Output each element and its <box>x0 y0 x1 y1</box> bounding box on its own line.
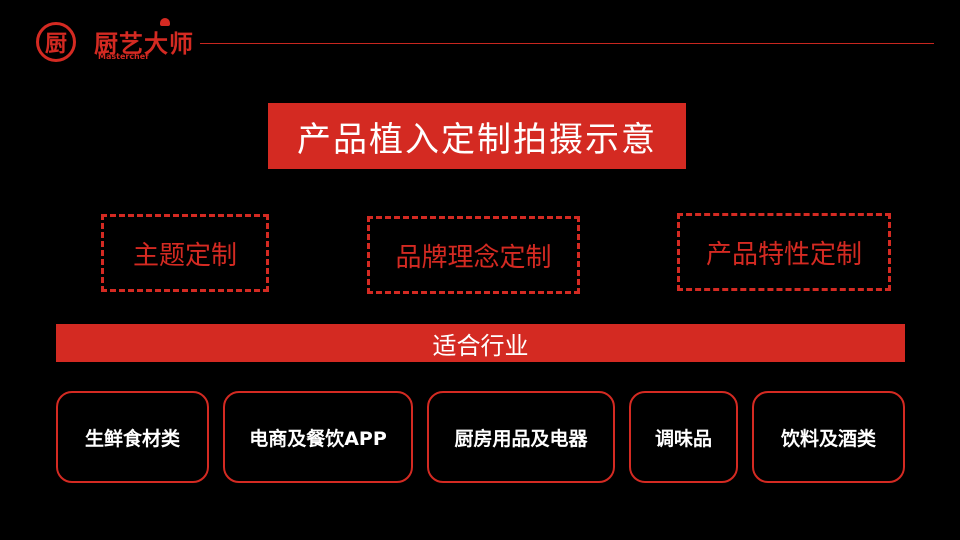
chef-hat-icon <box>160 18 170 26</box>
logo-name: 厨艺大师 <box>94 30 194 58</box>
industry-item-beverages-liquor: 饮料及酒类 <box>752 391 905 483</box>
industry-item-condiments: 调味品 <box>629 391 738 483</box>
industry-item-fresh-food: 生鲜食材类 <box>56 391 209 483</box>
industry-item-kitchenware-appliances: 厨房用品及电器 <box>427 391 615 483</box>
logo-subtitle: Masterchef <box>98 52 149 61</box>
brand-logo: 厨 厨艺大师 Masterchef <box>36 18 206 66</box>
custom-type-product-feature: 产品特性定制 <box>677 213 891 291</box>
industry-band: 适合行业 <box>56 324 905 362</box>
slide-title: 产品植入定制拍摄示意 <box>268 103 686 169</box>
logo-emblem-icon: 厨 <box>36 22 76 62</box>
custom-type-theme: 主题定制 <box>101 214 269 292</box>
industry-item-ecommerce-catering-app: 电商及餐饮APP <box>223 391 413 483</box>
header-divider <box>200 43 934 44</box>
custom-type-brand-concept: 品牌理念定制 <box>367 216 580 294</box>
